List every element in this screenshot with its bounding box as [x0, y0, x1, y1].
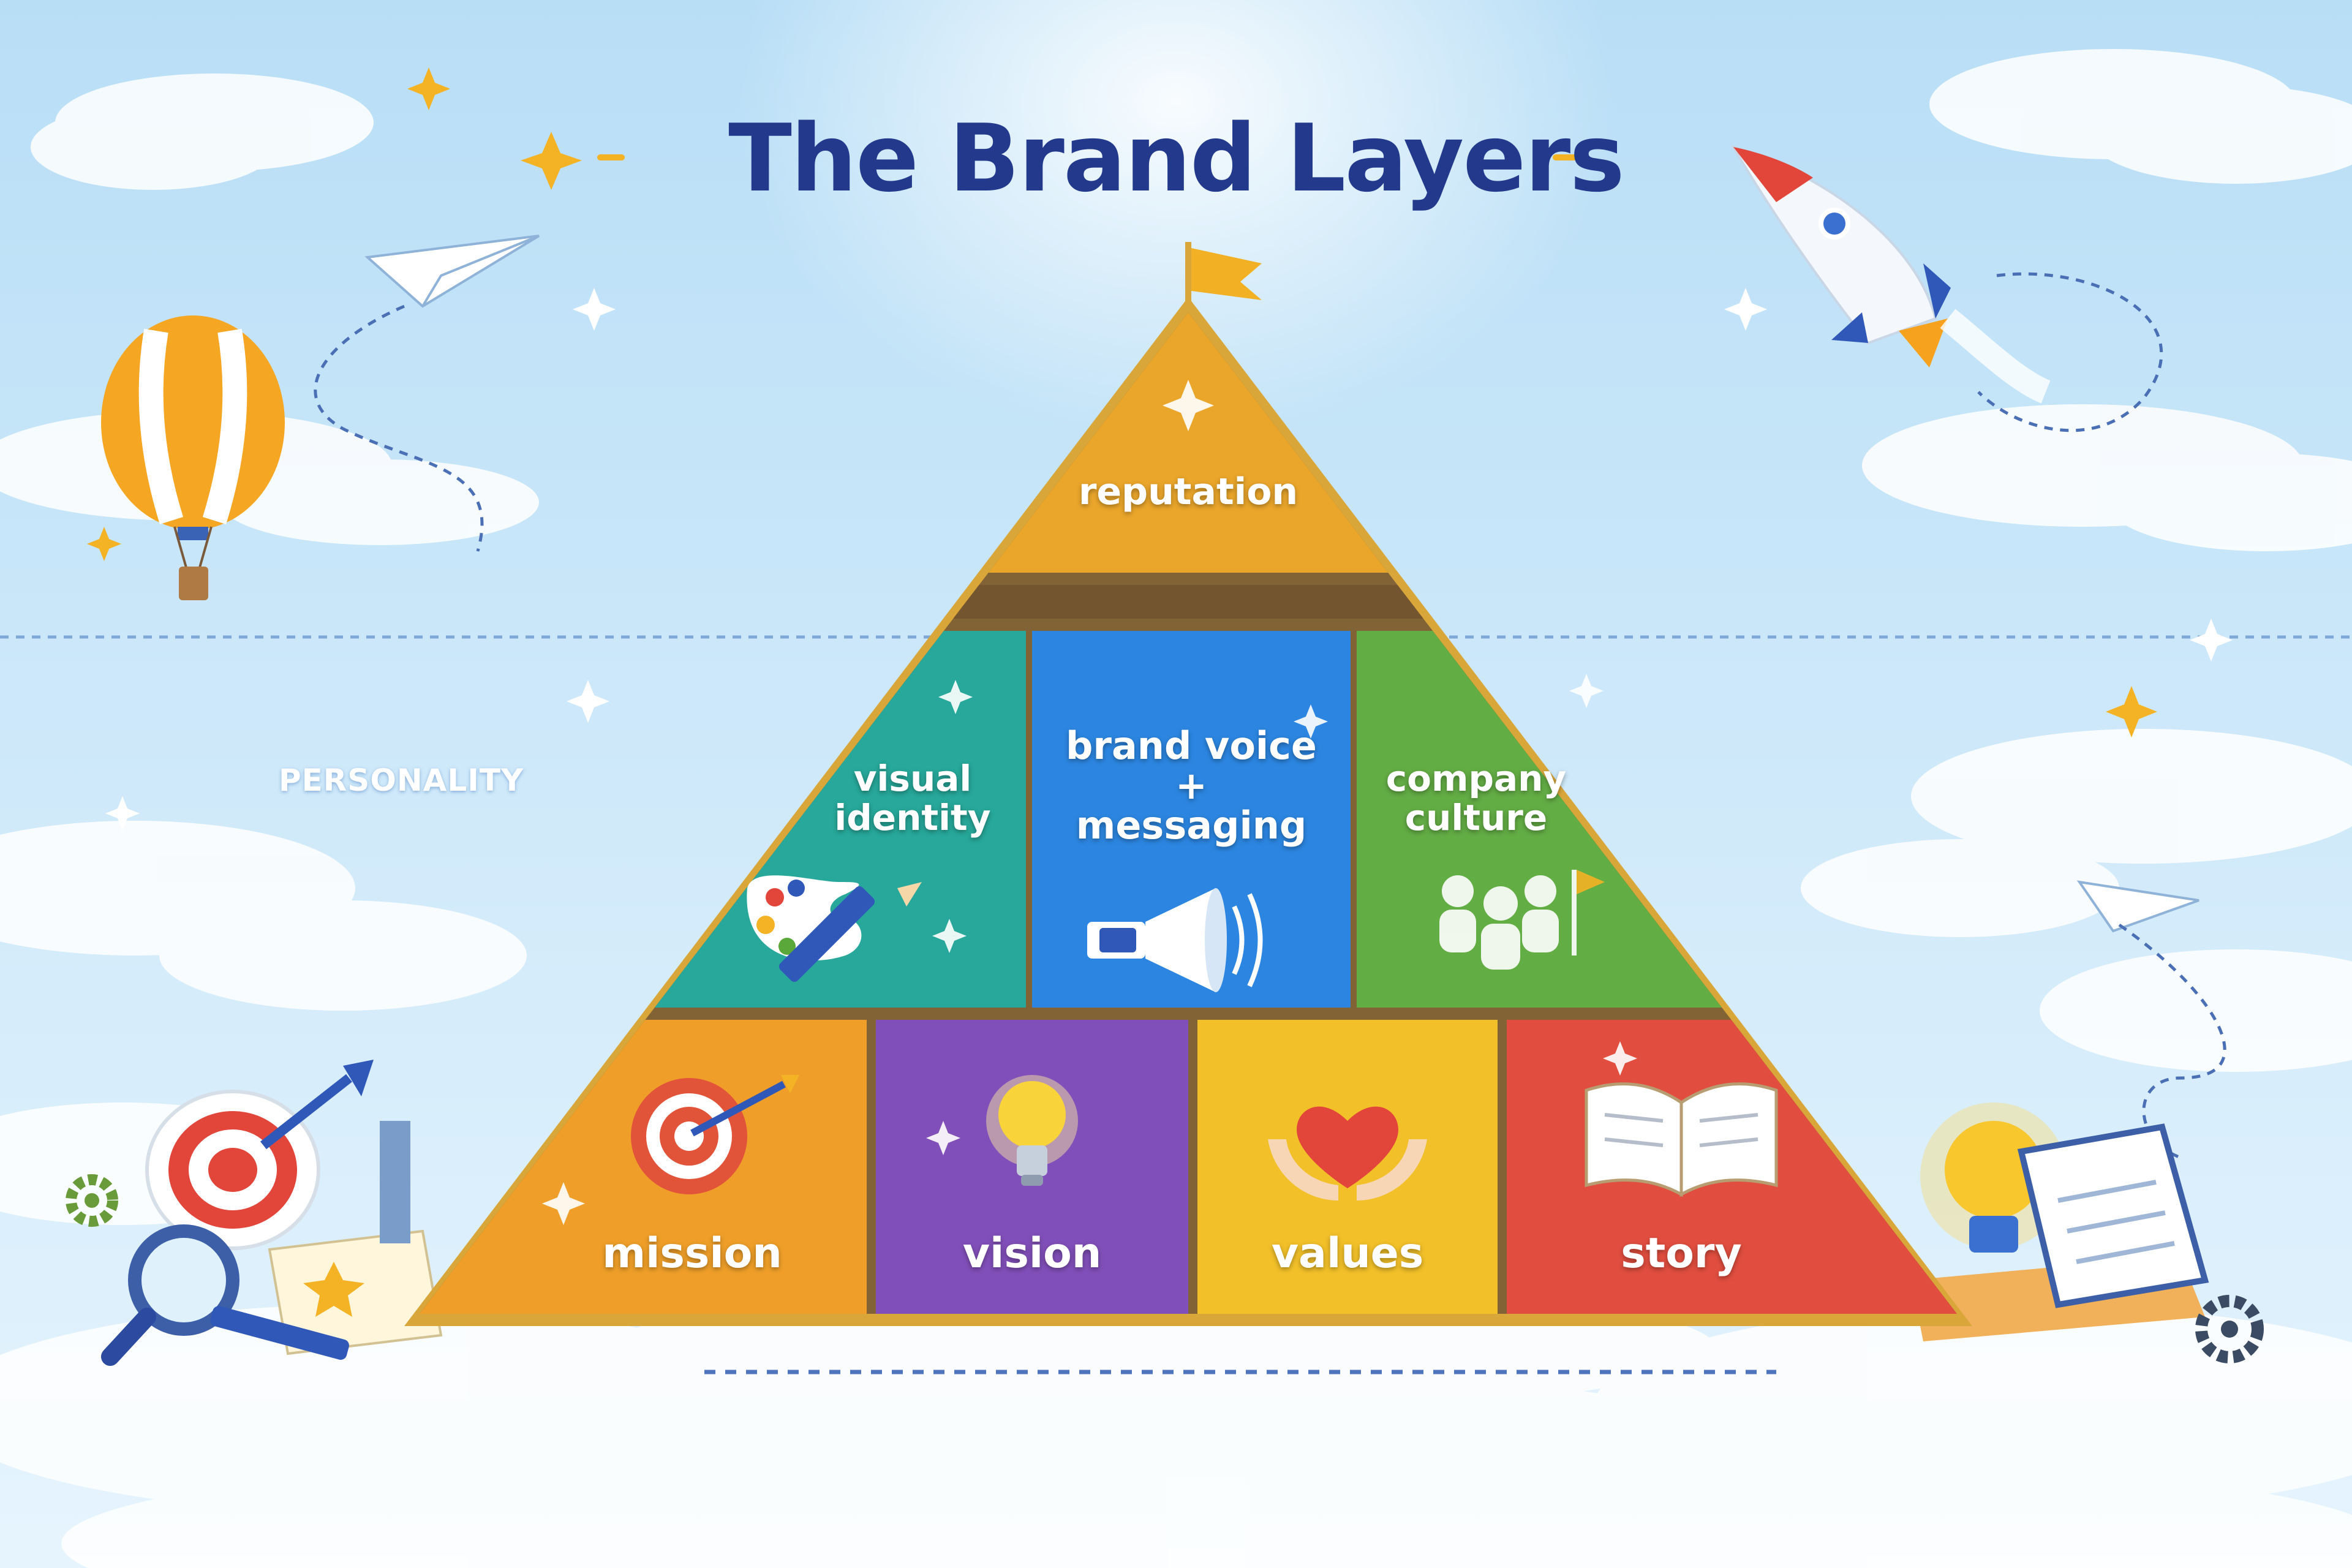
hot-air-balloon-icon: [101, 315, 285, 600]
target-with-arrow-icon: [631, 1075, 799, 1194]
light-bulb-icon: [1920, 1102, 2067, 1253]
target-icon: [145, 1060, 374, 1250]
palette-and-pencil-icon: [747, 875, 922, 982]
flag-icon: [1185, 242, 1262, 312]
story-label: story: [1621, 1229, 1742, 1278]
notebook-icon: [1911, 1123, 2209, 1341]
open-book-icon: [1585, 1082, 1778, 1197]
heart-in-hands-icon: [1268, 1106, 1427, 1200]
rocket-icon: [1730, 145, 2163, 432]
notebook-icon: [210, 1121, 443, 1360]
reputation-label: reputation: [1078, 470, 1298, 513]
mission-label: mission: [602, 1229, 782, 1278]
visual-identity-line-2: identity: [834, 796, 991, 839]
paper-plane-icon: [2076, 880, 2226, 1159]
star-icon: [407, 67, 1580, 190]
star-icon: [542, 380, 1637, 1225]
vision-label: vision: [962, 1229, 1102, 1278]
visual-identity-label: visual identity: [784, 758, 1041, 839]
light-bulb-icon: [986, 1075, 1078, 1186]
gear-icon: [2195, 1295, 2264, 1363]
company-culture-line-1: company: [1385, 758, 1567, 799]
page-title: The Brand Layers: [728, 104, 1625, 213]
values-label: values: [1271, 1229, 1424, 1278]
magnifier-icon: [101, 1224, 239, 1366]
personality-side-label: PERSONALITY: [279, 763, 524, 798]
cloud-layer: [0, 49, 2352, 1568]
company-culture-line-2: culture: [1404, 796, 1548, 839]
brand-voice-line-3: messaging: [1076, 803, 1307, 848]
megaphone-icon: [1087, 888, 1263, 992]
team-with-flag-icon: [1439, 870, 1605, 970]
brand-voice-messaging-label: brand voice + messaging: [1035, 726, 1348, 845]
gear-icon: [66, 1174, 118, 1227]
brand-voice-line-1: brand voice: [1066, 723, 1317, 768]
brand-voice-line-2: +: [1175, 763, 1207, 809]
star-icon: [87, 527, 2157, 737]
visual-identity-line-1: visual: [853, 758, 972, 799]
paper-plane-icon: [314, 235, 540, 552]
star-icon: [105, 288, 2233, 831]
company-culture-label: company culture: [1372, 758, 1580, 839]
